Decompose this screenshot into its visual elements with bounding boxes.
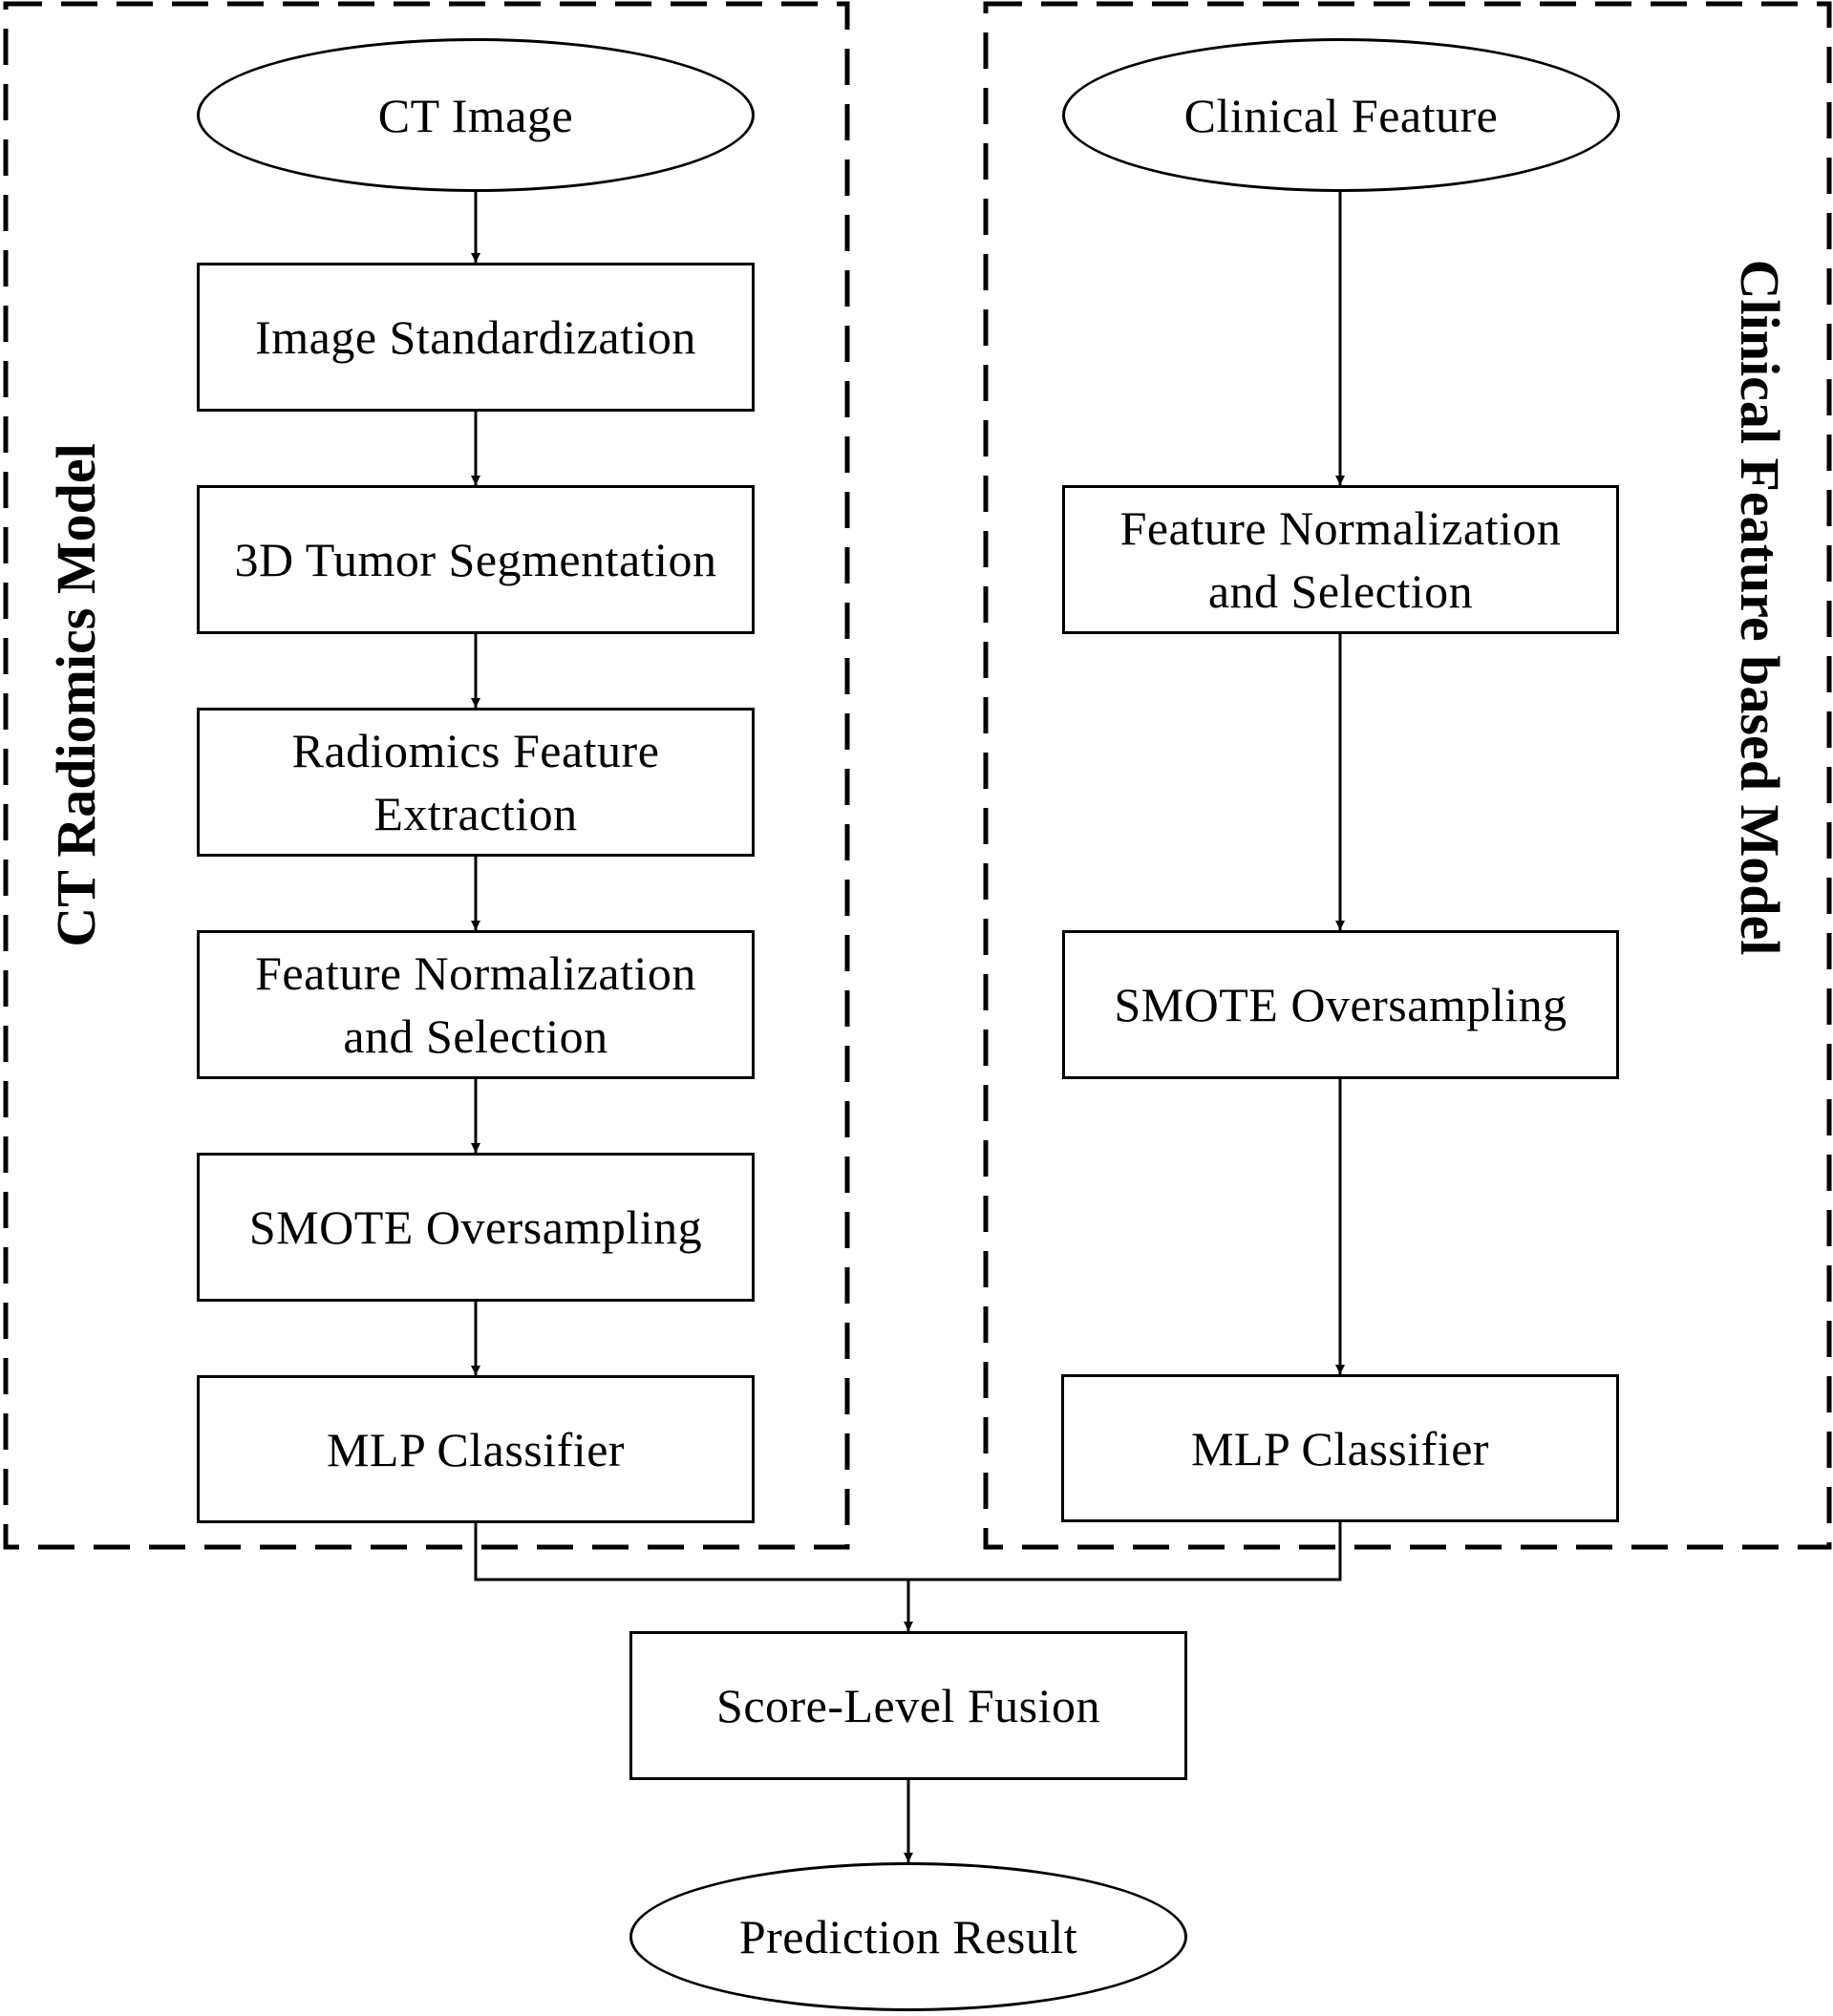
right-panel-title: Clinical Feature based Model	[1729, 259, 1791, 956]
merge-connector	[474, 1522, 1342, 1581]
right-smote-step: SMOTE Oversampling	[1062, 930, 1619, 1079]
score-level-fusion-step: Score-Level Fusion	[629, 1631, 1187, 1780]
left-feature-normalization-step: Feature Normalization and Selection	[197, 930, 755, 1079]
tumor-segmentation-step: 3D Tumor Segmentation	[197, 485, 755, 634]
right-panel-frame	[983, 1, 1832, 1550]
left-panel-frame	[3, 1, 850, 1550]
image-standardization-step: Image Standardization	[197, 263, 755, 412]
left-mlp-classifier-step: MLP Classifier	[197, 1375, 755, 1523]
clinical-feature-node: Clinical Feature	[1062, 38, 1620, 192]
left-smote-step: SMOTE Oversampling	[197, 1153, 755, 1302]
left-panel-title: CT Radiomics Model	[45, 443, 107, 947]
prediction-result-node: Prediction Result	[629, 1862, 1187, 2011]
ct-image-node: CT Image	[197, 38, 755, 192]
radiomics-extraction-step: Radiomics Feature Extraction	[197, 708, 755, 857]
right-feature-normalization-step: Feature Normalization and Selection	[1062, 485, 1619, 634]
right-mlp-classifier-step: MLP Classifier	[1061, 1374, 1619, 1522]
